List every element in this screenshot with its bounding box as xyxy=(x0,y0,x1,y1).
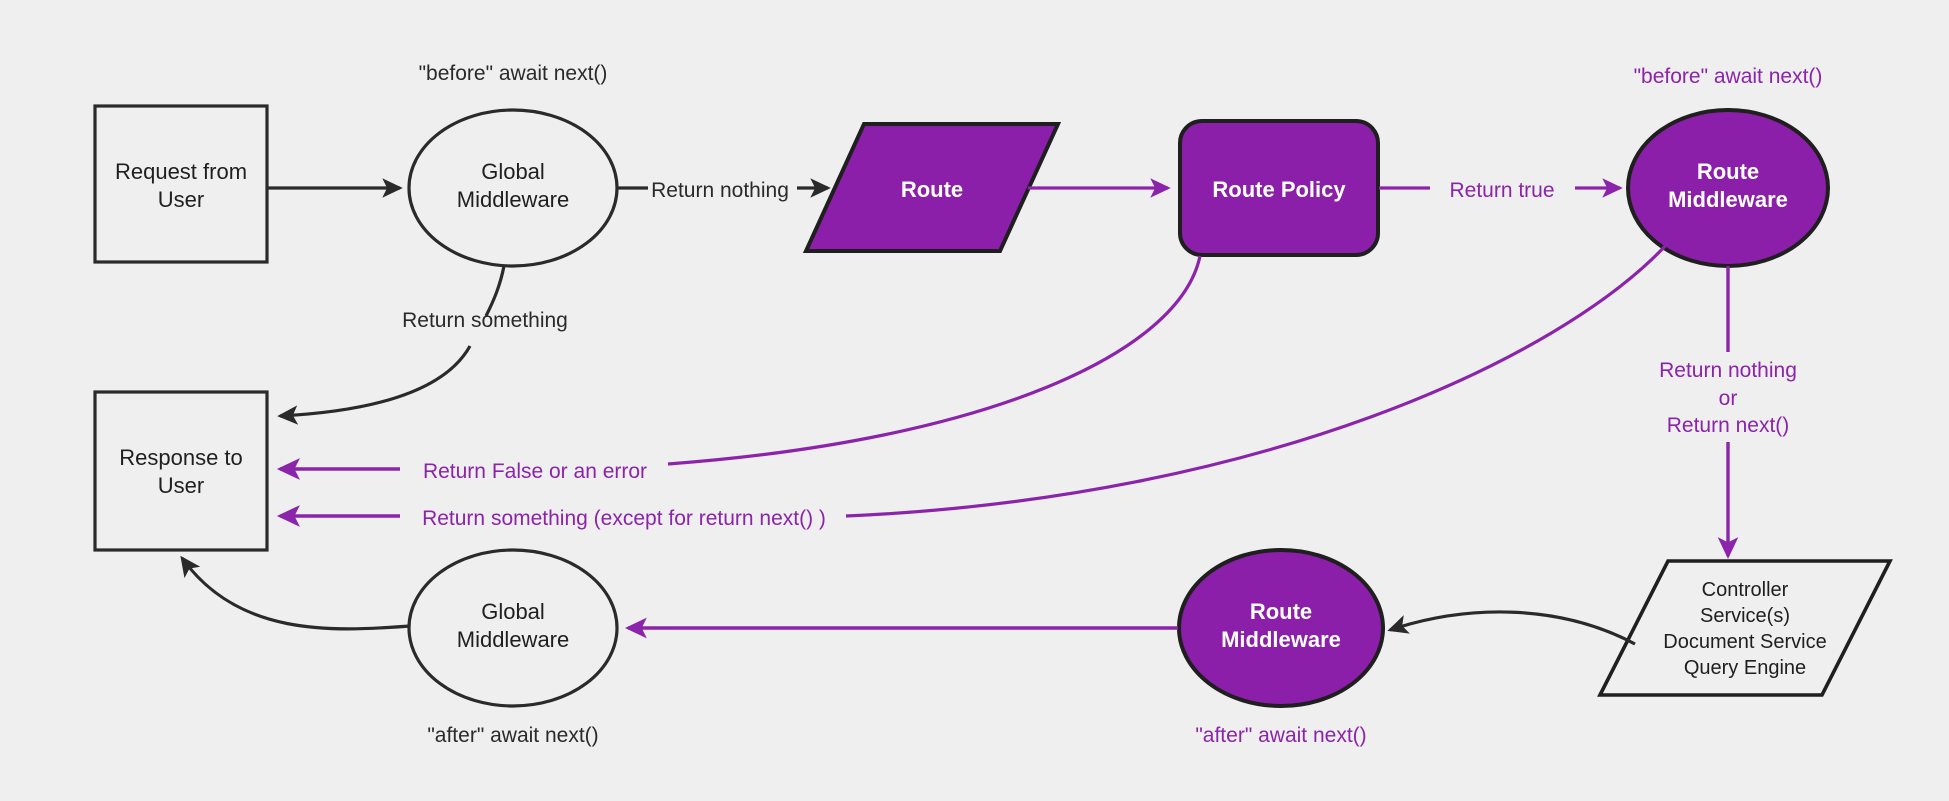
node-route-middleware-bottom xyxy=(1177,548,1385,708)
edge-route-middleware-return-something-curve xyxy=(845,241,1670,518)
node-route xyxy=(802,122,1062,253)
node-controller-stack xyxy=(1597,559,1893,697)
edge-label-return-nothing-or-next: Return nothing or Return next() xyxy=(1659,359,1797,438)
edge-label-return-false-or-error: Return False or an error xyxy=(422,460,648,483)
node-global-middleware-top xyxy=(407,108,619,268)
node-request-from-user xyxy=(93,104,269,264)
edge-route-policy-return-false-curve xyxy=(667,255,1202,466)
edge-global-middleware-return-something-upper xyxy=(484,265,506,317)
annotation-before-await-next-global: "before" await next() xyxy=(418,62,608,85)
annotation-before-await-next-route: "before" await next() xyxy=(1633,65,1823,88)
edge-label-return-true: Return true xyxy=(1449,179,1555,202)
edge-global-middleware-bottom-to-response xyxy=(180,555,411,631)
annotation-after-await-next-global: "after" await next() xyxy=(427,724,599,747)
node-global-middleware-bottom xyxy=(407,548,619,708)
edge-global-middleware-return-something-lower xyxy=(277,345,472,425)
edge-label-return-nothing: Return nothing xyxy=(651,179,789,202)
node-route-middleware-top xyxy=(1626,108,1830,268)
node-response-to-user xyxy=(93,390,269,552)
node-route-policy xyxy=(1178,119,1380,257)
edge-controller-to-route-middleware-bottom xyxy=(1387,610,1636,646)
annotation-after-await-next-route: "after" await next() xyxy=(1195,724,1367,747)
edge-label-return-something: Return something xyxy=(402,309,568,332)
edge-label-return-something-except-next: Return something (except for return next… xyxy=(422,507,826,530)
